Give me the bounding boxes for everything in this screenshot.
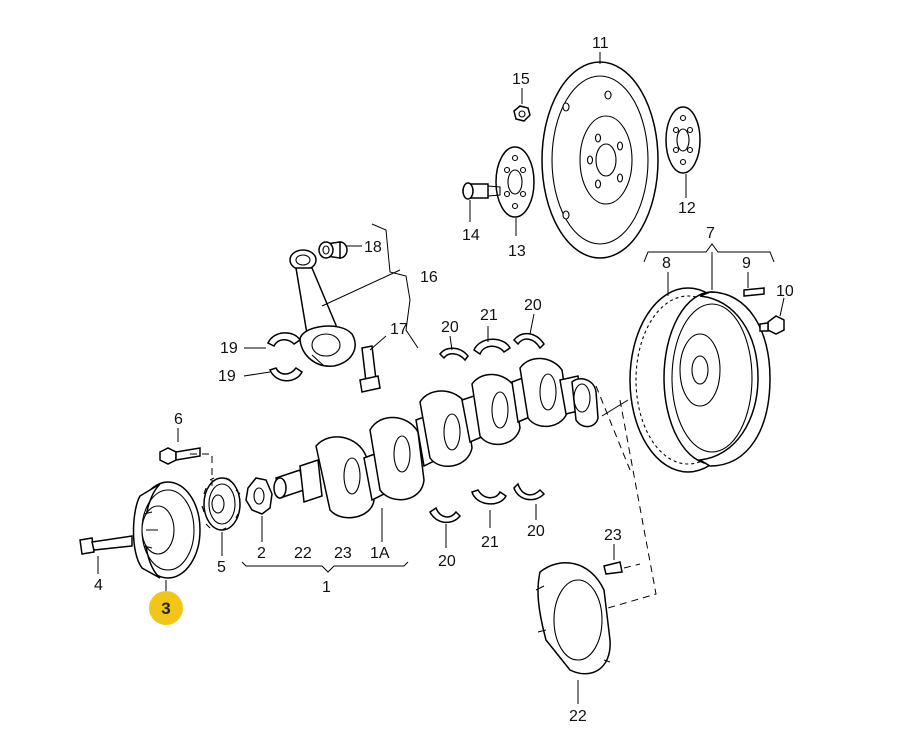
label-20-upper-left: 20 [441, 319, 459, 336]
label-20-lower-right: 20 [527, 523, 545, 540]
crankshaft-part-1a[interactable] [273, 357, 599, 519]
conrod-bearing-shell-upper-part-19[interactable] [267, 332, 302, 348]
bushing-part-18[interactable] [318, 241, 348, 259]
thrust-washer-part-20-b[interactable] [512, 332, 545, 350]
bolt-part-10[interactable] [759, 315, 785, 335]
label-16: 16 [420, 269, 438, 286]
thrust-washer-part-20-c[interactable] [429, 506, 462, 524]
label-8: 8 [662, 255, 671, 272]
bolt-part-4[interactable] [79, 535, 133, 555]
flywheel-part-8[interactable] [629, 287, 771, 473]
label-15: 15 [512, 71, 530, 88]
label-9: 9 [742, 255, 751, 272]
label-18: 18 [364, 239, 382, 256]
pulley-part-3[interactable] [132, 481, 201, 579]
label-1: 1 [322, 579, 331, 596]
highlight-marker [149, 591, 183, 625]
label-7: 7 [706, 225, 715, 242]
bolt-part-23[interactable] [603, 561, 623, 575]
label-10: 10 [776, 283, 794, 300]
label-17: 17 [390, 321, 408, 338]
label-11: 11 [592, 35, 609, 52]
thrust-washer-part-20-d[interactable] [513, 482, 546, 501]
sealing-flange-part-22[interactable] [535, 562, 611, 675]
label-23-crank: 23 [334, 545, 352, 562]
label-19-lower: 19 [218, 368, 236, 385]
callout-labels: 11 15 12 13 14 18 16 17 19 19 20 21 20 2… [94, 35, 794, 725]
conrod-bearing-shell-lower-part-19[interactable] [268, 366, 303, 382]
spacer-plate-part-13[interactable] [495, 146, 535, 218]
label-6: 6 [174, 411, 183, 428]
label-19-upper: 19 [220, 340, 238, 357]
label-22-flange: 22 [569, 708, 587, 725]
label-2: 2 [257, 545, 266, 562]
thrust-washer-part-20-a[interactable] [439, 347, 469, 362]
label-20-upper-right: 20 [524, 297, 542, 314]
bolt-part-14[interactable] [462, 182, 501, 200]
label-21-upper: 21 [480, 307, 498, 324]
pin-part-9[interactable] [743, 287, 765, 297]
nut-part-15[interactable] [513, 105, 531, 122]
sprocket-part-5[interactable] [201, 477, 241, 531]
conrod-bolt-part-17[interactable] [359, 345, 381, 393]
label-13: 13 [508, 243, 526, 260]
highlighted-callout-3[interactable]: 3 [149, 591, 183, 625]
main-bearing-shell-upper-part-21[interactable] [473, 338, 511, 356]
label-20-lower-left: 20 [438, 553, 456, 570]
label-23-flange: 23 [604, 527, 622, 544]
flexplate-part-11[interactable] [541, 61, 659, 259]
main-bearing-shell-lower-part-21[interactable] [471, 489, 507, 505]
bolt-part-6[interactable] [159, 447, 201, 465]
label-12: 12 [678, 200, 696, 217]
label-21-lower: 21 [481, 534, 499, 551]
label-3: 3 [161, 599, 170, 618]
label-4: 4 [94, 577, 103, 594]
label-14: 14 [462, 227, 480, 244]
label-22-crank: 22 [294, 545, 312, 562]
label-5: 5 [217, 559, 226, 576]
shim-plate-part-12[interactable] [665, 106, 701, 174]
leader-lines [97, 52, 785, 704]
connecting-rod-part-16[interactable] [289, 249, 356, 367]
label-1a: 1A [370, 545, 390, 562]
assembly-dashed-lines [190, 385, 657, 609]
washer-part-2[interactable] [245, 477, 273, 515]
